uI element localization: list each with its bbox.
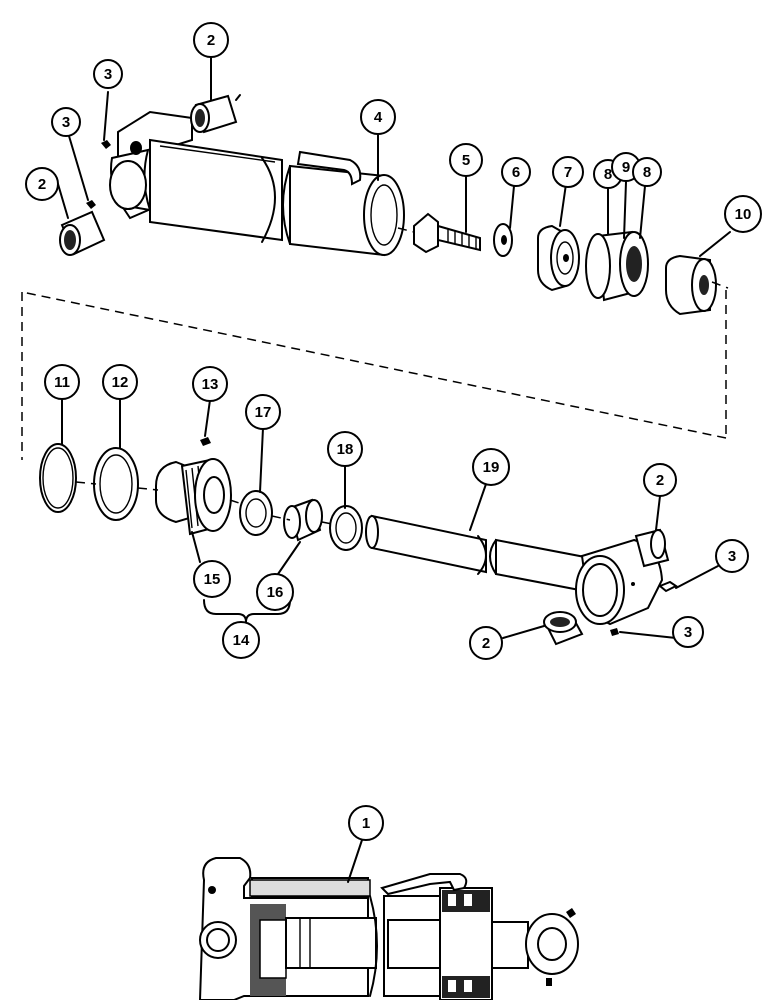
grease-fitting-lower: [610, 580, 678, 636]
callout-8-right: 8: [632, 157, 662, 187]
svg-text:13: 13: [202, 376, 219, 393]
svg-text:18: 18: [337, 441, 354, 458]
svg-text:6: 6: [512, 164, 520, 181]
bushing-lower-left: [543, 611, 584, 646]
callout-14: 14: [222, 621, 260, 659]
callout-3-mid-right: 3: [715, 539, 749, 573]
callout-17: 17: [245, 394, 281, 430]
svg-text:3: 3: [728, 548, 736, 565]
callout-19: 19: [472, 448, 510, 486]
bolt: [413, 212, 481, 254]
grease-fitting-upper: [86, 140, 111, 209]
callout-12: 12: [102, 364, 138, 400]
callout-3-bottom: 3: [672, 616, 704, 648]
svg-text:2: 2: [207, 32, 215, 49]
svg-text:15: 15: [204, 571, 221, 588]
callout-16: 16: [256, 573, 294, 611]
svg-text:5: 5: [462, 152, 470, 169]
callout-1: 1: [348, 805, 384, 841]
o-ring: [39, 443, 77, 513]
callout-7: 7: [552, 156, 584, 188]
svg-text:2: 2: [656, 472, 664, 489]
callout-3-left: 3: [51, 107, 81, 137]
piston: [585, 230, 649, 302]
svg-text:16: 16: [267, 584, 284, 601]
bushing-lower-right: [634, 528, 670, 568]
rod-seal: [329, 505, 363, 551]
svg-text:3: 3: [104, 66, 112, 83]
assembly-connector-line: [21, 290, 727, 460]
wiper-seal: [239, 490, 273, 536]
callout-2-left: 2: [25, 167, 59, 201]
svg-text:19: 19: [483, 459, 500, 476]
piston-half: [537, 224, 580, 292]
svg-text:10: 10: [735, 206, 752, 223]
callout-2-top: 2: [193, 22, 229, 58]
svg-text:8: 8: [643, 164, 651, 181]
callout-13: 13: [192, 366, 228, 402]
bushing-rod: [283, 498, 323, 542]
callout-2-bottom: 2: [469, 626, 503, 660]
callout-10: 10: [724, 195, 762, 233]
backup-ring: [93, 447, 139, 521]
callout-15: 15: [193, 560, 231, 598]
leader-lines: [57, 57, 731, 883]
callout-4: 4: [360, 99, 396, 135]
svg-text:1: 1: [362, 815, 370, 832]
callout-6: 6: [501, 157, 531, 187]
callout-11: 11: [44, 364, 80, 400]
svg-text:8: 8: [604, 166, 612, 183]
svg-text:7: 7: [564, 164, 572, 181]
callout-3-top: 3: [93, 59, 123, 89]
assembled-cylinder-cutaway: [198, 857, 579, 1000]
svg-text:17: 17: [255, 404, 272, 421]
bushing-upper-left: [59, 210, 106, 256]
svg-text:3: 3: [62, 114, 70, 131]
svg-text:2: 2: [482, 635, 490, 652]
svg-text:3: 3: [684, 624, 692, 641]
callout-2-mid-right: 2: [643, 463, 677, 497]
barrel-assembly: [109, 110, 405, 257]
svg-text:11: 11: [54, 374, 70, 391]
piston-rod: [365, 514, 591, 594]
svg-text:2: 2: [38, 176, 46, 193]
piston-half-right: [665, 254, 717, 316]
set-screw: [200, 437, 211, 446]
svg-text:14: 14: [233, 632, 250, 649]
gland: [155, 458, 232, 536]
svg-text:9: 9: [622, 159, 630, 176]
svg-text:12: 12: [112, 374, 129, 391]
svg-text:4: 4: [374, 109, 383, 126]
bushing-upper-right: [190, 94, 241, 134]
callout-18: 18: [327, 431, 363, 467]
washer: [493, 223, 513, 257]
callout-5: 5: [449, 143, 483, 177]
